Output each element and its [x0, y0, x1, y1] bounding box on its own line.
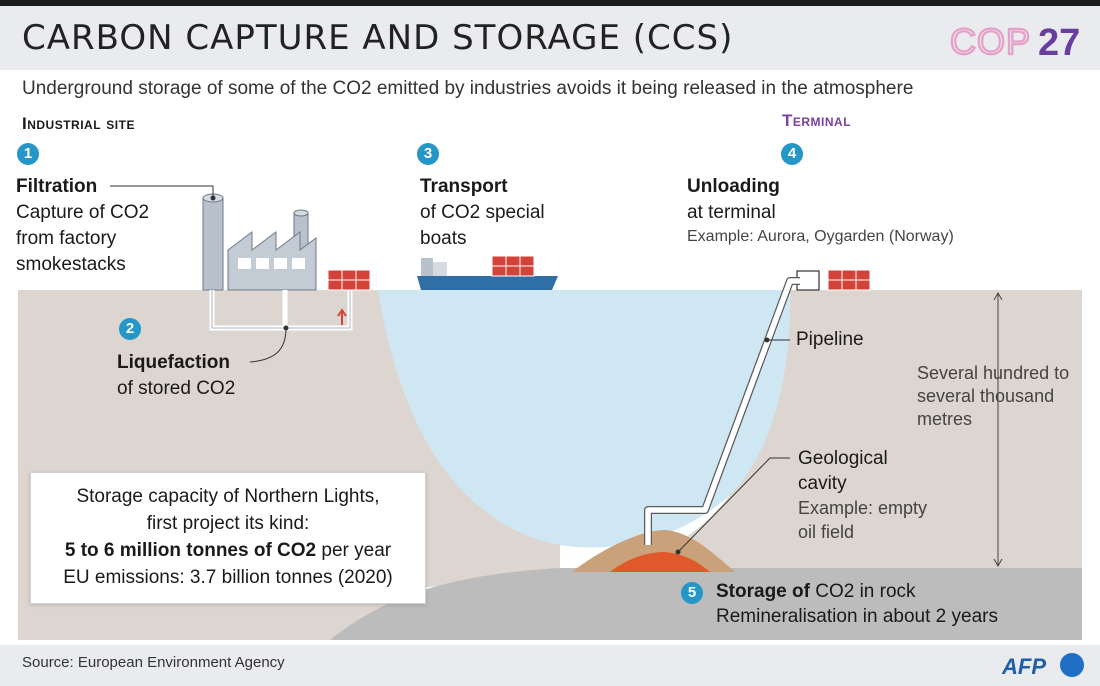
- step-2-title: Liquefaction: [117, 352, 230, 373]
- section-terminal: Terminal: [782, 111, 852, 130]
- step-5-title: Storage of CO2 in rock: [716, 579, 916, 605]
- subtitle: Underground storage of some of the CO2 e…: [22, 78, 914, 99]
- step-4-badge: 4: [781, 143, 803, 165]
- cavity-title-line-1: Geological: [798, 448, 888, 469]
- step-3-badge: 3: [417, 143, 439, 165]
- cavity-leader: [677, 457, 790, 553]
- cavity-example-line-2: oil field: [798, 522, 855, 542]
- page-title: CARBON CAPTURE AND STORAGE (CCS): [22, 18, 734, 58]
- step-3-line-2: boats: [420, 228, 467, 249]
- factory: [202, 193, 317, 291]
- capacity-line-2: first project its kind:: [146, 513, 310, 534]
- step-5-badge: 5: [681, 582, 703, 604]
- capacity-line-3: 5 to 6 million tonnes of CO2 per year: [31, 537, 425, 564]
- terminal-building: [796, 270, 820, 291]
- cavity-title-line-2: cavity: [798, 473, 847, 494]
- capacity-line-3-bold: 5 to 6 million tonnes of CO2: [64, 540, 317, 561]
- step-3-line-1: of CO2 special: [420, 202, 545, 223]
- capacity-info-box: Storage capacity of Northern Lights, fir…: [30, 472, 426, 604]
- cop27-logo-cop: COP: [950, 21, 1031, 62]
- containers-site: [327, 269, 371, 291]
- step-4-title: Unloading: [687, 176, 780, 197]
- step-5-title-bold: Storage of: [716, 581, 810, 602]
- step-1-badge: 1: [17, 143, 39, 165]
- step-1-line-1: Capture of CO2: [16, 202, 150, 223]
- ground-right: [740, 290, 1082, 580]
- step-2-badge: 2: [119, 318, 141, 340]
- step-2-line-1: of stored CO2: [117, 378, 236, 399]
- step-1-title: Filtration: [16, 176, 98, 197]
- source-note: Source: European Environment Agency: [22, 654, 285, 671]
- capacity-line-3-rest: per year: [316, 540, 392, 561]
- step-1-line-2: from factory: [16, 228, 117, 249]
- footer-band: [0, 645, 1100, 686]
- step-1-line-3: smokestacks: [16, 254, 126, 275]
- afp-logo: AFP: [1001, 653, 1084, 679]
- capacity-line-4: EU emissions: 3.7 billion tonnes (2020): [63, 567, 393, 588]
- depth-label-line-1: Several hundred to: [917, 363, 1070, 383]
- step-5-line-1: Remineralisation in about 2 years: [716, 606, 998, 627]
- cop27-logo-number: 27: [1038, 22, 1080, 64]
- filtration-leader: [110, 185, 214, 198]
- containers-terminal: [827, 269, 871, 291]
- afp-logo-text: AFP: [1001, 654, 1046, 679]
- rock-layer: [330, 568, 1082, 640]
- depth-arrow: [993, 291, 1003, 568]
- step-4-example: Example: Aurora, Oygarden (Norway): [687, 228, 954, 245]
- depth-label-line-2: several thousand: [917, 386, 1055, 406]
- step-5-title-rest: CO2 in rock: [809, 581, 916, 602]
- header-band: [0, 6, 1100, 70]
- flow-arrow: [337, 308, 347, 325]
- pipeline-label: Pipeline: [796, 329, 864, 350]
- depth-label-line-3: metres: [917, 409, 973, 429]
- capacity-line-1: Storage capacity of Northern Lights,: [76, 486, 380, 507]
- step-3-title: Transport: [420, 176, 508, 197]
- cop27-logo: COP 27: [949, 20, 1080, 64]
- top-rule: [0, 0, 1100, 6]
- liquefaction-leader: [249, 327, 287, 363]
- smokestack-tall: [202, 197, 224, 291]
- section-industrial-site: Industrial site: [22, 114, 135, 133]
- cavity-example-line-1: Example: empty: [798, 498, 928, 518]
- factory-building: [227, 231, 317, 291]
- step-4-line-1: at terminal: [687, 202, 776, 223]
- sea-basin: [378, 290, 791, 548]
- ship: [417, 255, 558, 290]
- co2-reservoir: [610, 552, 710, 572]
